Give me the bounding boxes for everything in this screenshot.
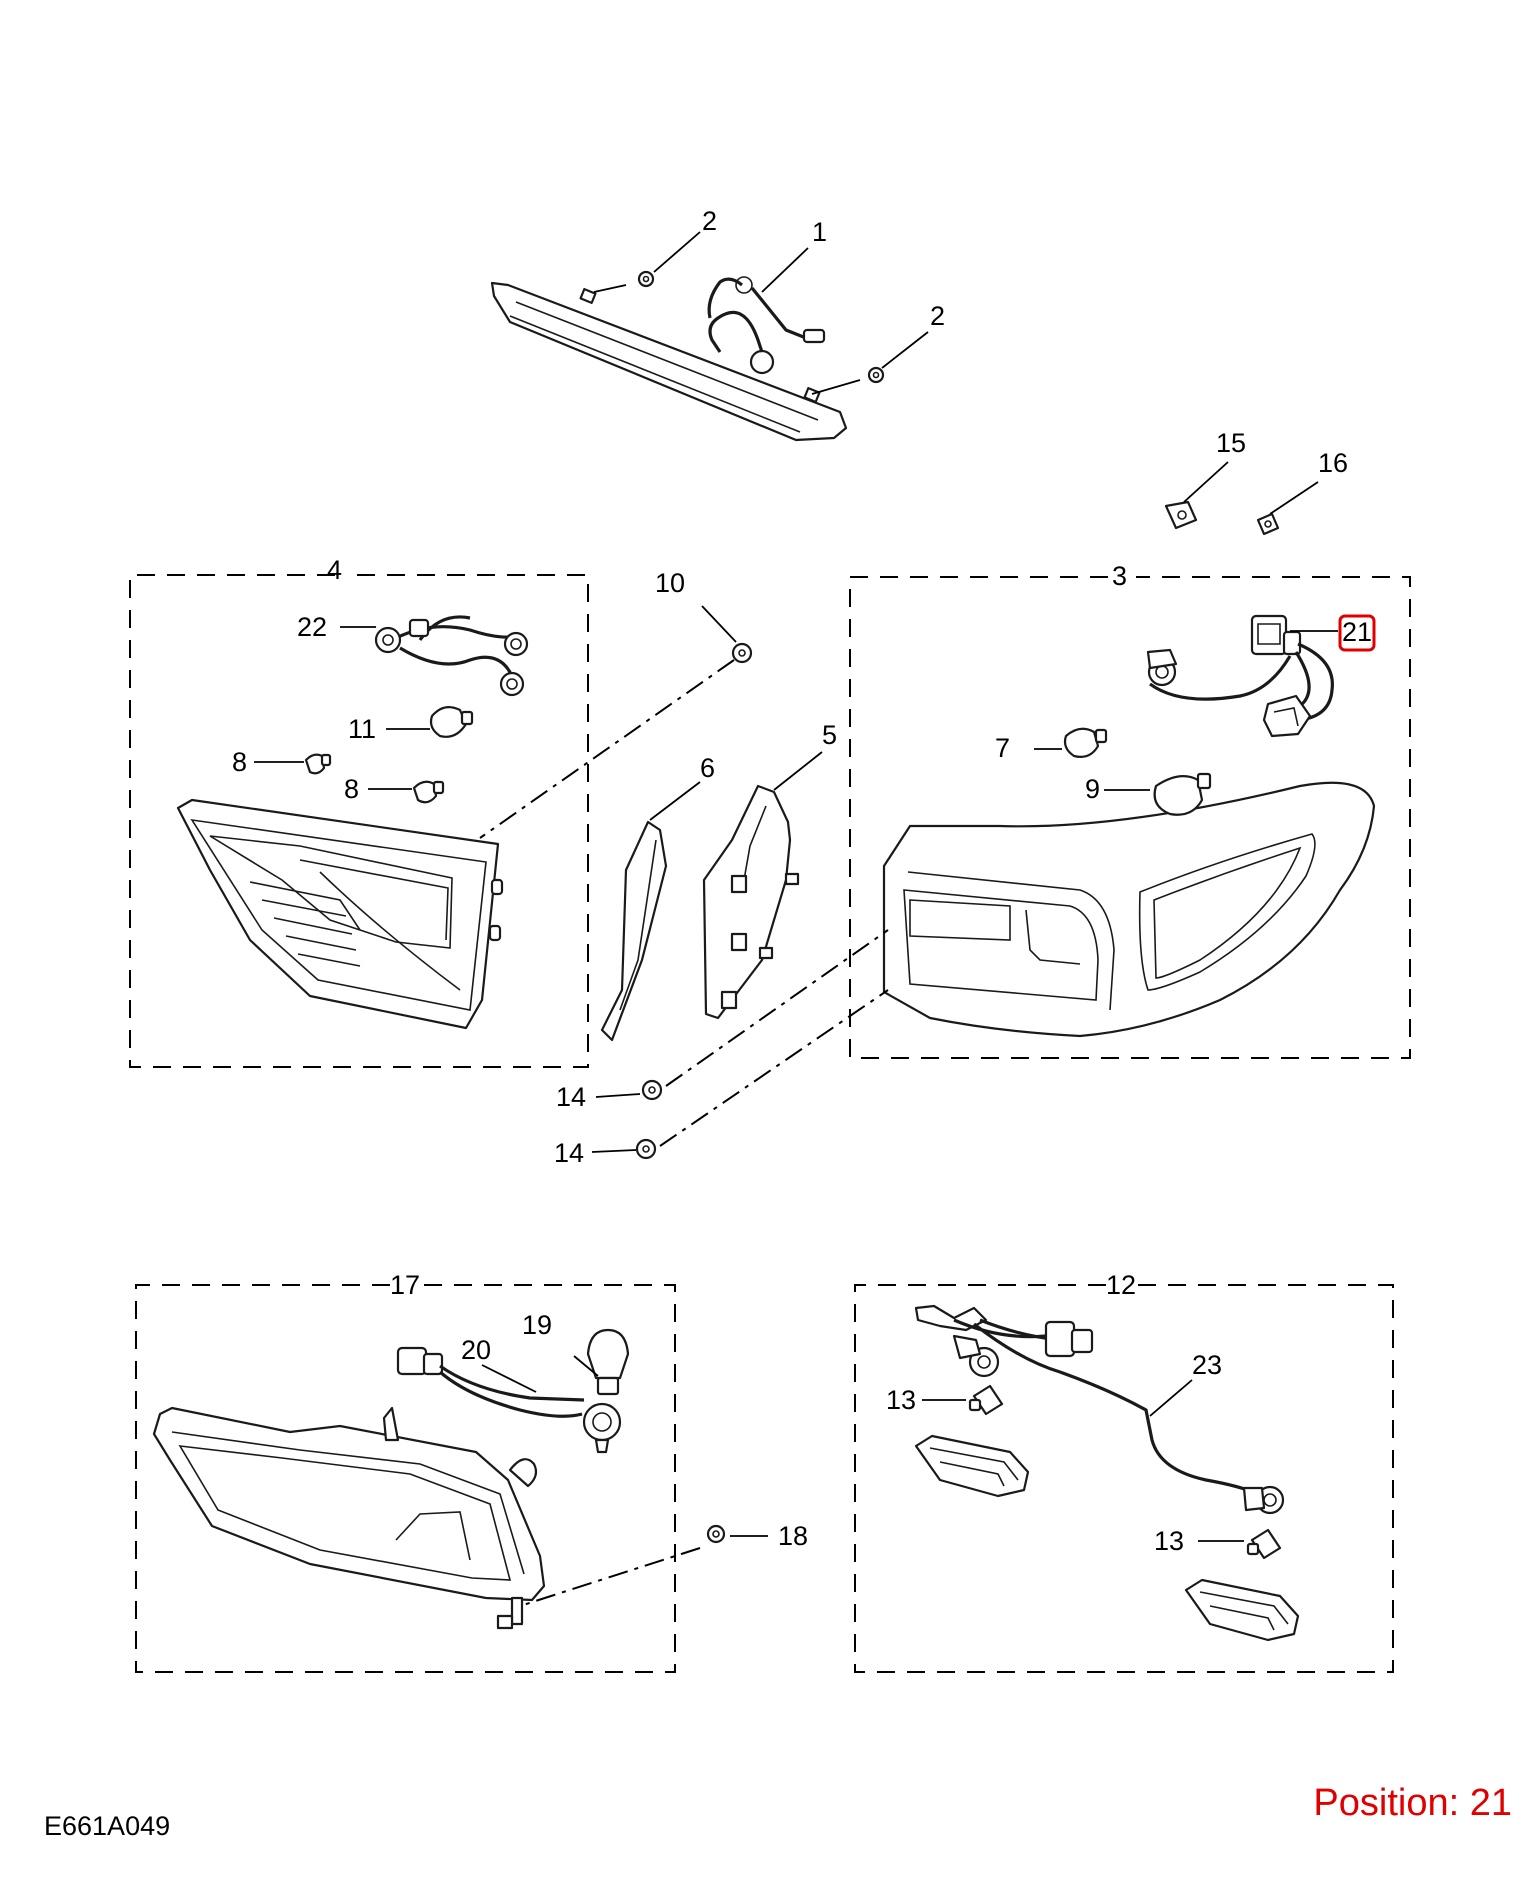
- callout-8-lower[interactable]: 8: [344, 774, 359, 804]
- bolt-14-lower[interactable]: [635, 1138, 657, 1160]
- callout-17[interactable]: 17: [390, 1270, 420, 1300]
- callout-1[interactable]: 1: [812, 217, 827, 247]
- high-mount-stop-lamp[interactable]: [490, 276, 848, 442]
- callout-18[interactable]: 18: [778, 1521, 808, 1551]
- bulb-9[interactable]: [1153, 772, 1212, 816]
- screw-18[interactable]: [706, 1524, 726, 1544]
- callout-13-upper[interactable]: 13: [886, 1385, 916, 1415]
- wiring-harness-21[interactable]: [1146, 614, 1334, 738]
- licence-lamp-lower[interactable]: [1184, 1578, 1300, 1642]
- bulb-19[interactable]: [586, 1328, 630, 1396]
- position-label: Position: 21: [1313, 1782, 1512, 1824]
- callout-23[interactable]: 23: [1192, 1350, 1222, 1380]
- bulb-13-upper[interactable]: [968, 1384, 1004, 1416]
- bulb-11[interactable]: [429, 705, 474, 738]
- callout-2-lower[interactable]: 2: [930, 301, 945, 331]
- callout-20[interactable]: 20: [461, 1335, 491, 1365]
- callout-2-upper[interactable]: 2: [702, 206, 717, 236]
- callout-5[interactable]: 5: [822, 720, 837, 750]
- callout-14-lower[interactable]: 14: [554, 1138, 584, 1168]
- licence-lamp-upper[interactable]: [914, 1434, 1030, 1498]
- wiring-harness-20[interactable]: [396, 1346, 622, 1454]
- callout-3[interactable]: 3: [1112, 561, 1127, 591]
- group-box-17: [135, 1284, 676, 1673]
- callout-16[interactable]: 16: [1318, 448, 1348, 478]
- group-box-4: [129, 574, 589, 1068]
- callout-19[interactable]: 19: [522, 1310, 552, 1340]
- group-box-3: [849, 576, 1411, 1059]
- callout-22[interactable]: 22: [297, 612, 327, 642]
- inner-tail-lamp-assembly[interactable]: [176, 798, 504, 1030]
- diagram-code: E661A049: [44, 1811, 170, 1841]
- callout-21[interactable]: 21: [1342, 617, 1372, 647]
- nut-2-upper[interactable]: [637, 270, 655, 288]
- bulb-7[interactable]: [1063, 727, 1108, 758]
- bulb-holder-harness-22[interactable]: [374, 615, 529, 697]
- callout-15[interactable]: 15: [1216, 428, 1246, 458]
- screw-16[interactable]: [1256, 512, 1280, 536]
- callout-14-upper[interactable]: 14: [556, 1082, 586, 1112]
- position-highlight-box: [1338, 614, 1376, 652]
- bolt-14-upper[interactable]: [641, 1079, 663, 1101]
- bulb-8-lower[interactable]: [412, 780, 445, 804]
- callout-10[interactable]: 10: [655, 568, 685, 598]
- outer-tail-lamp-assembly[interactable]: [882, 781, 1376, 1038]
- trim-seal-6[interactable]: [600, 820, 668, 1042]
- callout-7[interactable]: 7: [995, 733, 1010, 763]
- callout-8-upper[interactable]: 8: [232, 747, 247, 777]
- callout-11[interactable]: 11: [348, 714, 376, 744]
- bulb-8-upper[interactable]: [304, 753, 332, 775]
- callout-13-lower[interactable]: 13: [1154, 1526, 1184, 1556]
- callout-6[interactable]: 6: [700, 753, 715, 783]
- callout-4[interactable]: 4: [327, 555, 342, 585]
- wiring-harness-23[interactable]: [914, 1304, 1285, 1515]
- nut-2-lower[interactable]: [867, 366, 885, 384]
- callout-9[interactable]: 9: [1085, 774, 1100, 804]
- group-box-12: [854, 1284, 1394, 1673]
- bulb-13-lower[interactable]: [1246, 1528, 1282, 1560]
- nut-10[interactable]: [731, 642, 753, 664]
- clip-15[interactable]: [1164, 500, 1198, 530]
- bracket-5[interactable]: [702, 784, 800, 1020]
- rear-fog-lamp-assembly[interactable]: [152, 1406, 546, 1630]
- callout-12[interactable]: 12: [1106, 1270, 1136, 1300]
